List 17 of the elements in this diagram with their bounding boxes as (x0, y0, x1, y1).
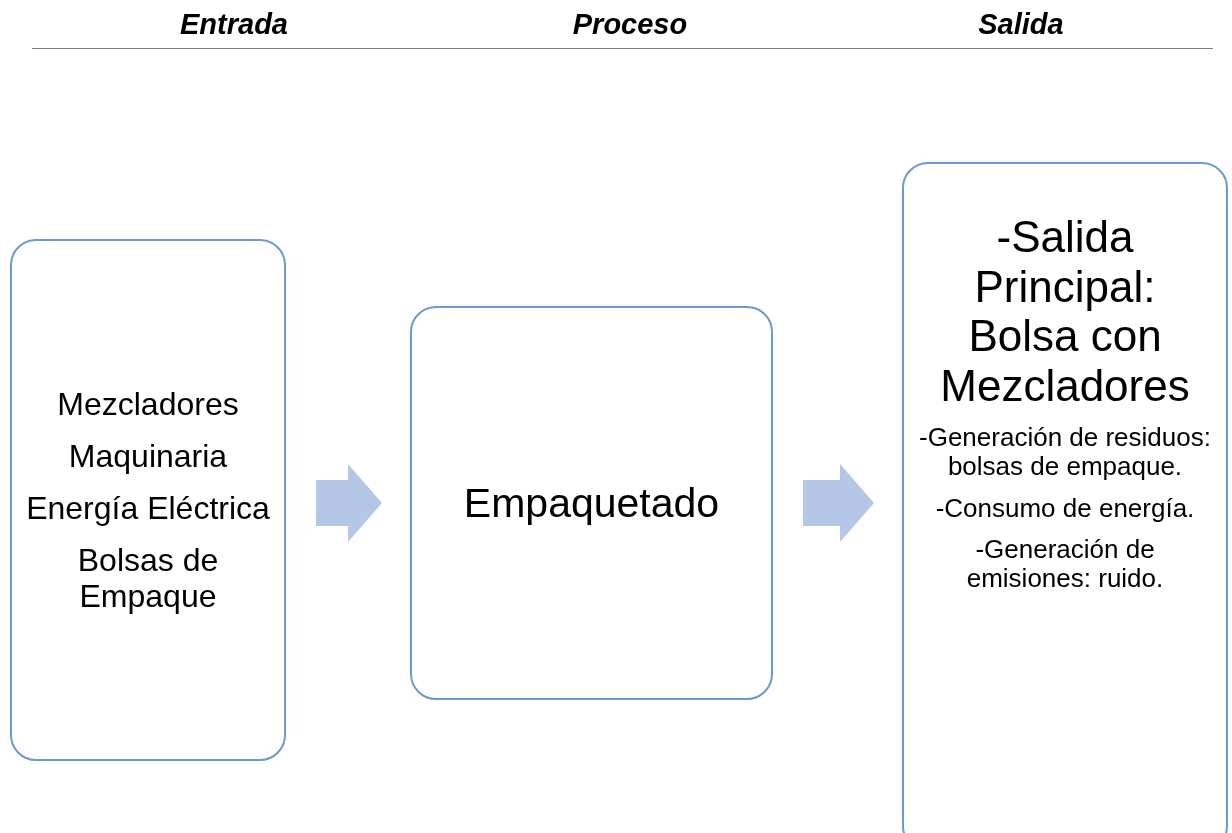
block-arrow (316, 464, 382, 542)
process-box (10, 239, 286, 761)
box-text: -Consumo de energía. (935, 493, 1195, 523)
block-arrow (803, 464, 874, 542)
process-box (902, 162, 1228, 833)
box-text: Bolsas de Empaque (76, 542, 220, 615)
column-header: Salida (977, 8, 1065, 41)
box-text: Energía Eléctrica (26, 489, 270, 527)
box-text: Mezcladores (57, 385, 239, 422)
box-text: -Salida Principal: Bolsa con Mezcladores (939, 212, 1191, 411)
column-header: Proceso (571, 8, 689, 41)
box-text: -Generación de residuos: bolsas de empaque. (918, 422, 1212, 482)
column-header: Entrada (179, 8, 289, 41)
box-text: Empaquetado (463, 479, 720, 527)
process-box (410, 306, 773, 700)
box-text: Maquinaria (68, 437, 228, 474)
box-text: -Generación de emisiones: ruido. (965, 535, 1165, 594)
